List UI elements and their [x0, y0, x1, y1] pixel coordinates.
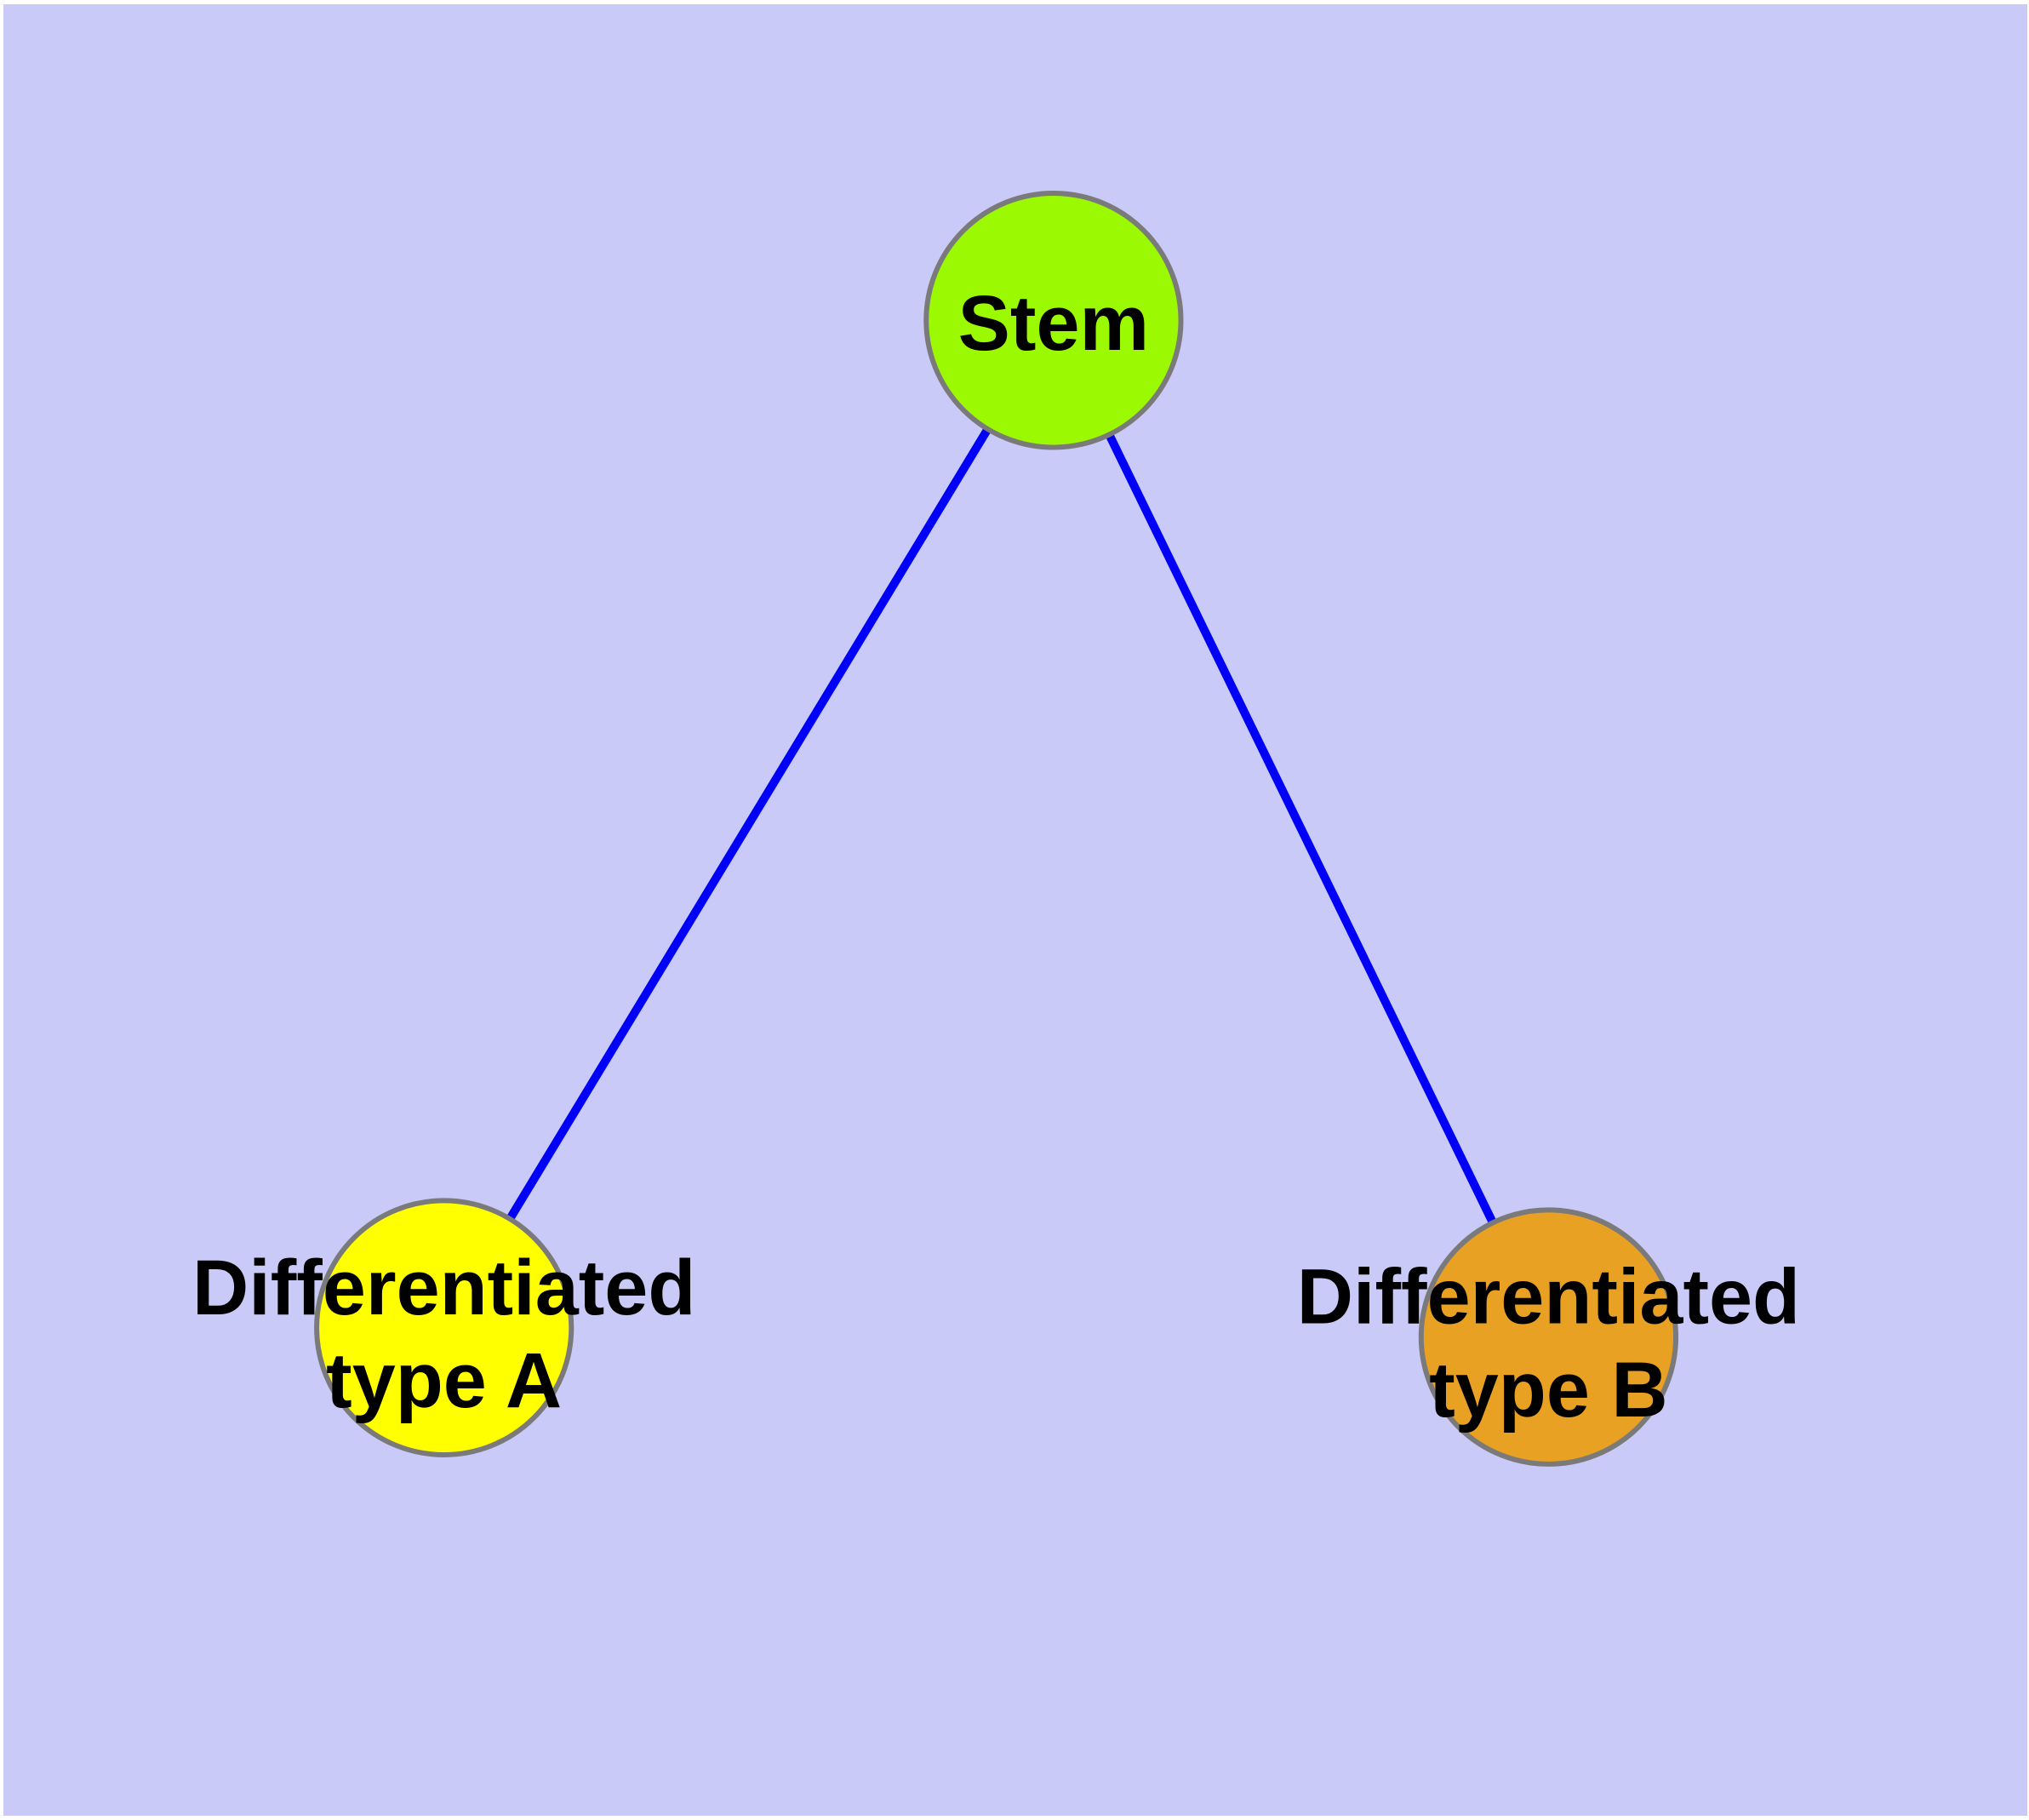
node-stem-label: Stem: [958, 280, 1149, 367]
node-stem: [923, 190, 1184, 450]
node-type-a-label-line1: Differentiated: [192, 1245, 695, 1331]
edge-stem-to-type-b: [1049, 318, 1552, 1339]
stem-cell-differentiation-diagram: Stem Differentiated type A Differentiate…: [3, 4, 2027, 1816]
node-type-a-label-line2: type A: [326, 1337, 562, 1424]
node-type-b-label-line2: type B: [1429, 1347, 1667, 1434]
node-differentiated-type-b: [1418, 1207, 1679, 1467]
edge-stem-to-type-a: [440, 318, 1058, 1331]
diagram-canvas: Stem Differentiated type A Differentiate…: [3, 4, 2027, 1816]
node-differentiated-type-a: [314, 1198, 574, 1457]
node-type-b-label-line1: Differentiated: [1297, 1254, 1800, 1341]
